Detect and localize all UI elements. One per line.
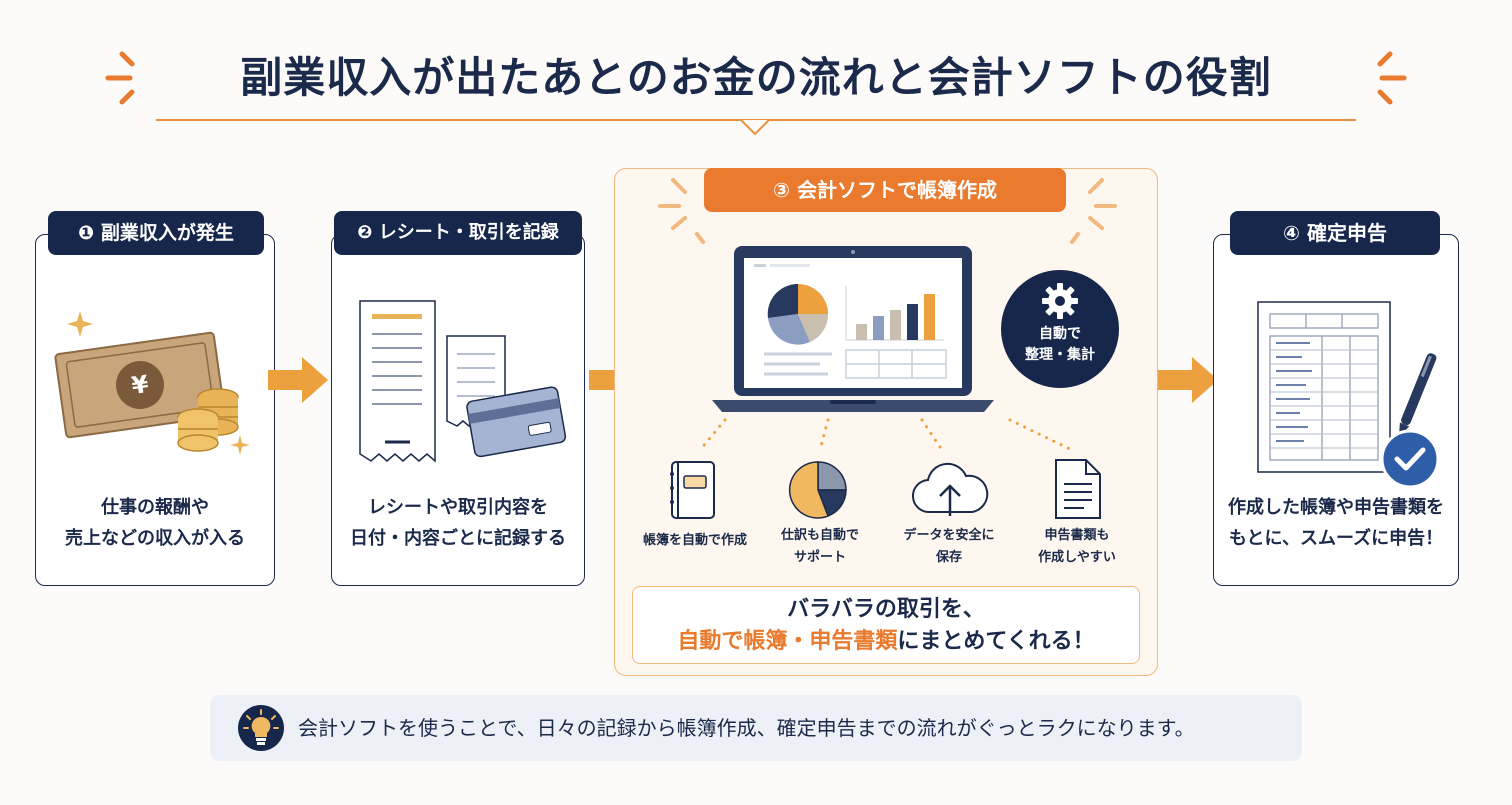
callout-line1: バラバラの取引を、: [787, 597, 985, 622]
gear-icon: [1042, 283, 1078, 319]
feature-label-journal: 仕訳も自動で サポート: [780, 528, 859, 565]
arrow-right-icon: [268, 357, 328, 403]
document-icon: [1055, 459, 1101, 519]
tip-text: 会計ソフトを使うことで、日々の記録から帳簿作成、確定申告までの流れがぐっとラクに…: [298, 716, 1195, 740]
feature-label-documents: 申告書類も 作成しやすい: [1038, 528, 1116, 565]
notebook-icon: [670, 461, 715, 519]
arrow-right-icon: [1158, 357, 1218, 403]
summary-callout: バラバラの取引を、 自動で帳簿・申告書類にまとめてくれる！: [632, 586, 1140, 664]
title-spark-right-icon: [1377, 51, 1407, 105]
step4-badge: ④ 確定申告: [1230, 211, 1440, 255]
tip-note: 会計ソフトを使うことで、日々の記録から帳簿作成、確定申告までの流れがぐっとラクに…: [210, 695, 1302, 761]
page-title: 副業収入が出たあとのお金の流れと会計ソフトの役割: [240, 53, 1272, 102]
title-underline-notch: [741, 119, 769, 136]
lightbulb-icon: [238, 705, 284, 751]
step1-description: 仕事の報酬や 売上などの収入が入る: [65, 497, 245, 549]
pie-chart-icon: [788, 461, 847, 519]
sparkle-right-icon: [1070, 178, 1117, 244]
auto-sort-badge: 自動で 整理・集計: [1001, 270, 1119, 388]
step2-badge: ❷ レシート・取引を記録: [334, 211, 582, 255]
step2-description: レシートや取引内容を 日付・内容ごとに記録する: [350, 497, 566, 549]
title-spark-left-icon: [105, 51, 135, 105]
yen-symbol: ¥: [130, 370, 151, 400]
auto-badge-line2: 整理・集計: [1025, 347, 1095, 363]
laptop-dashboard-icon: [712, 246, 994, 412]
feature-label-ledger: 帳簿を自動で作成: [642, 533, 747, 548]
auto-badge-line1: 自動で: [1039, 326, 1081, 342]
callout-highlight: 自動で帳簿・申告書類: [677, 629, 898, 654]
cloud-upload-icon: [912, 462, 989, 516]
receipt-card-icon: [359, 300, 567, 463]
callout-line2: 自動で帳簿・申告書類にまとめてくれる！: [633, 626, 1139, 658]
step4-description: 作成した帳簿や申告書類を もとに、スムーズに申告！: [1228, 497, 1444, 549]
tax-form-check-icon: [1257, 301, 1440, 488]
callout-rest: にまとめてくれる！: [897, 629, 1095, 654]
step3-badge: ③ 会計ソフトで帳簿作成: [704, 168, 1066, 212]
step1-badge: ❶ 副業収入が発生: [48, 211, 264, 255]
money-coins-icon: ¥: [54, 311, 250, 455]
sparkle-left-icon: [658, 178, 705, 244]
dotted-connectors: [698, 418, 1074, 452]
feature-label-storage: データを安全に 保存: [903, 528, 995, 565]
